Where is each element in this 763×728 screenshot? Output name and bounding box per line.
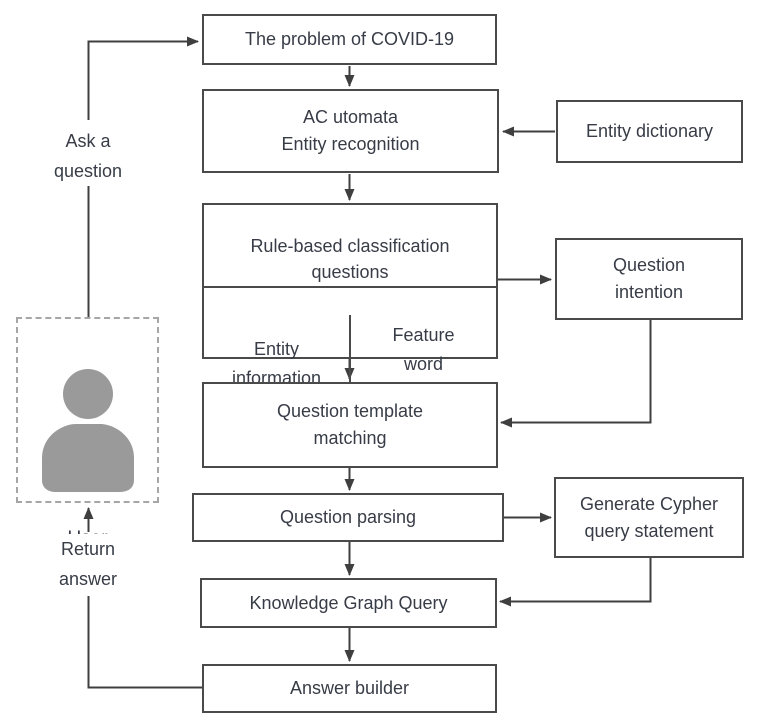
node-problem-label: The problem of COVID-19 — [244, 29, 455, 49]
edge-label-return-answer: Return answer — [28, 534, 148, 594]
edge-return-answer-lower — [87, 596, 202, 689]
edge-intention-to-template — [500, 320, 652, 428]
node-kg-query-label: Knowledge Graph Query — [249, 592, 448, 613]
rule-based-header: Rule-based classification questions — [204, 232, 496, 288]
node-answer-builder: Answer builder — [202, 664, 497, 713]
user-icon — [41, 369, 134, 492]
node-question-intention-label: Question intention — [612, 255, 686, 302]
node-answer-builder-label: Answer builder — [289, 678, 410, 698]
node-question-template-matching: Question template matching — [202, 382, 498, 468]
node-question-parsing: Question parsing — [192, 493, 504, 542]
node-question-intention: Question intention — [555, 238, 743, 320]
node-problem-of-covid19: The problem of COVID-19 — [202, 14, 497, 65]
edge-label-ask-question: Ask a question — [28, 126, 148, 186]
edge-ask-question-upper — [87, 36, 199, 120]
node-question-template-label: Question template matching — [276, 401, 424, 448]
node-generate-cypher-label: Generate Cypher query statement — [579, 493, 719, 541]
node-knowledge-graph-query: Knowledge Graph Query — [200, 578, 497, 628]
node-user: User — [16, 317, 159, 549]
node-ac-automata-label: AC utomata Entity recognition — [281, 107, 420, 154]
node-entity-dictionary-label: Entity dictionary — [585, 121, 714, 141]
node-rule-based-classification: Rule-based classification questions Enti… — [202, 203, 498, 413]
node-question-parsing-label: Question parsing — [279, 507, 417, 527]
node-entity-dictionary: Entity dictionary — [556, 100, 743, 163]
edge-cypher-to-kgquery — [499, 558, 652, 607]
node-ac-automata-entity-recognition: AC utomata Entity recognition — [202, 89, 499, 173]
node-generate-cypher-query: Generate Cypher query statement — [554, 477, 744, 558]
